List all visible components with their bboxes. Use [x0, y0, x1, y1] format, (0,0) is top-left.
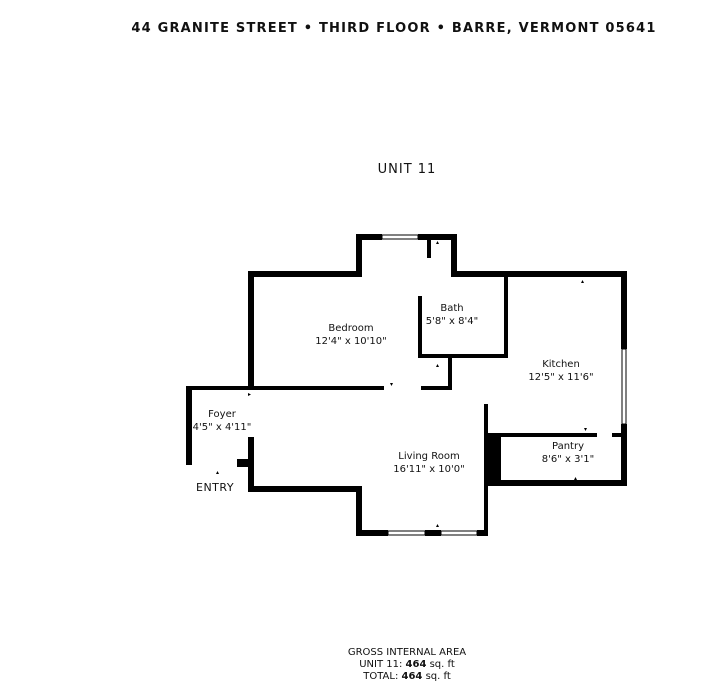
windows — [381, 234, 627, 536]
room-bath: Bath 5'8" x 8'4" — [421, 302, 483, 328]
wall-bath-top-stub — [427, 240, 431, 258]
room-name: Kitchen — [542, 359, 580, 370]
room-name: Bath — [440, 303, 464, 314]
wall-bump-right — [451, 234, 457, 276]
wall-bath-bottom — [418, 354, 508, 358]
wall-living-bottom-left — [356, 530, 388, 536]
wall-bump-top-right — [418, 234, 457, 240]
door-marker — [390, 383, 393, 386]
area-unit-label: UNIT 11: — [359, 659, 403, 670]
door-marker — [584, 428, 587, 431]
area-total-label: TOTAL: — [363, 671, 399, 682]
door-marker — [248, 393, 251, 396]
room-dimensions: 4'5" x 4'11" — [192, 422, 252, 433]
door-marker — [574, 477, 577, 480]
area-total-suffix: sq. ft — [425, 671, 451, 682]
room-foyer: Foyer 4'5" x 4'11" — [190, 408, 254, 434]
room-dimensions: 12'4" x 10'10" — [315, 336, 387, 347]
room-bedroom: Bedroom 12'4" x 10'10" — [309, 322, 393, 348]
wall-kitchen-right-bottom — [621, 424, 627, 484]
wall-hall-stub — [421, 386, 452, 390]
room-name: Living Room — [398, 451, 460, 462]
room-kitchen: Kitchen 12'5" x 11'6" — [520, 358, 602, 384]
wall-foyer-left — [186, 386, 192, 465]
wall-bedroom-top — [248, 271, 362, 277]
wall-kitchen-right-top — [621, 271, 627, 349]
wall-living-bottom-mid — [425, 530, 441, 536]
area-summary: GROSS INTERNAL AREA UNIT 11: 464 sq. ft … — [0, 647, 728, 683]
room-name: Foyer — [208, 409, 236, 420]
wall-bath-left — [418, 296, 422, 358]
walls — [186, 234, 627, 536]
wall-foyer-top — [186, 386, 254, 390]
wall-foyer-stub — [237, 459, 254, 467]
window-living-left — [387, 530, 426, 536]
wall-living-partition — [484, 404, 488, 536]
area-unit-value: 464 — [405, 659, 427, 670]
room-pantry: Pantry 8'6" x 3'1" — [530, 440, 606, 466]
wall-bath-right — [504, 277, 508, 358]
wall-kitchen-top — [451, 271, 627, 277]
wall-living-bump-left — [356, 486, 362, 536]
wall-living-bottom-right — [477, 530, 488, 536]
room-name: Bedroom — [328, 323, 374, 334]
window-kitchen-right — [621, 348, 627, 425]
wall-bump-left — [356, 234, 362, 276]
entry-label: ENTRY — [196, 481, 235, 494]
room-living-room: Living Room 16'11" x 10'0" — [385, 450, 473, 476]
wall-bedroom-left — [248, 271, 254, 389]
unit-title: UNIT 11 — [377, 162, 437, 177]
wall-bedroom-bottom — [248, 386, 384, 390]
area-unit-suffix: sq. ft — [429, 659, 455, 670]
door-marker — [436, 364, 439, 367]
wall-pantry-bottom — [484, 480, 627, 486]
building-address: 44 GRANITE STREET • THIRD FLOOR • BARRE,… — [131, 21, 657, 36]
door-marker — [581, 280, 584, 283]
wall-closet-right — [448, 354, 452, 390]
wall-pantry-top-right — [612, 433, 627, 437]
window-living-right — [440, 530, 478, 536]
room-dimensions: 5'8" x 8'4" — [425, 316, 479, 327]
room-dimensions: 8'6" x 3'1" — [541, 454, 595, 465]
area-total-line: TOTAL: 464 sq. ft — [86, 671, 728, 683]
door-marker — [436, 524, 439, 527]
room-dimensions: 16'11" x 10'0" — [393, 464, 465, 475]
door-marker — [436, 241, 439, 244]
area-total-value: 464 — [401, 671, 423, 682]
wall-bump-top-left — [356, 234, 382, 240]
window-bedroom-top — [381, 234, 419, 240]
room-name: Pantry — [552, 441, 584, 452]
wall-pantry-fill — [484, 437, 501, 483]
wall-pantry-top — [484, 433, 597, 437]
area-unit-line: UNIT 11: 464 sq. ft — [86, 659, 728, 671]
room-dimensions: 12'5" x 11'6" — [528, 372, 594, 383]
wall-living-bottom — [248, 486, 362, 492]
area-title: GROSS INTERNAL AREA — [347, 647, 467, 658]
door-marker — [216, 471, 219, 474]
door-markers — [216, 241, 587, 527]
